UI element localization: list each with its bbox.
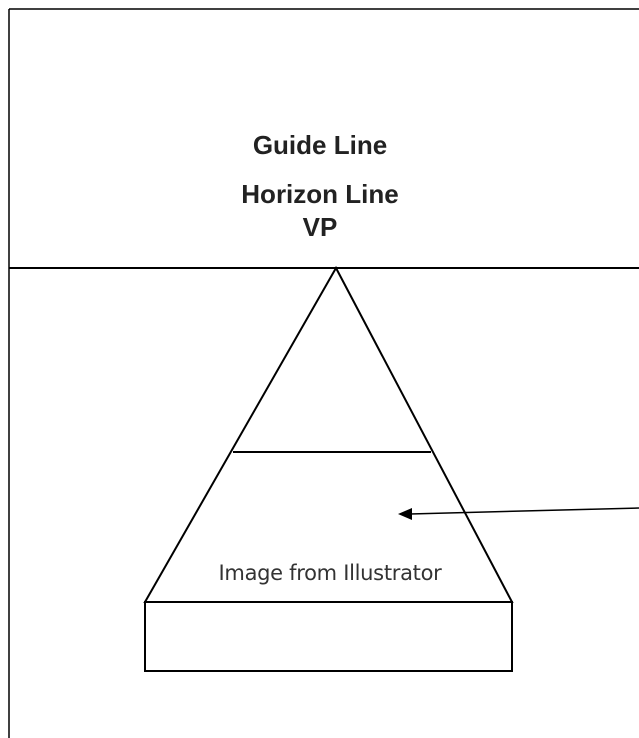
arrowhead — [398, 508, 412, 520]
base-box — [144, 601, 513, 672]
arrow-shaft — [409, 507, 639, 515]
image-caption: Image from Illustrator — [218, 561, 442, 585]
horizon-line-label: Horizon Line — [241, 179, 399, 209]
vp-label: VP — [302, 212, 338, 242]
perspective-triangle — [143, 265, 514, 603]
guide-line-label: Guide Line — [252, 130, 388, 160]
